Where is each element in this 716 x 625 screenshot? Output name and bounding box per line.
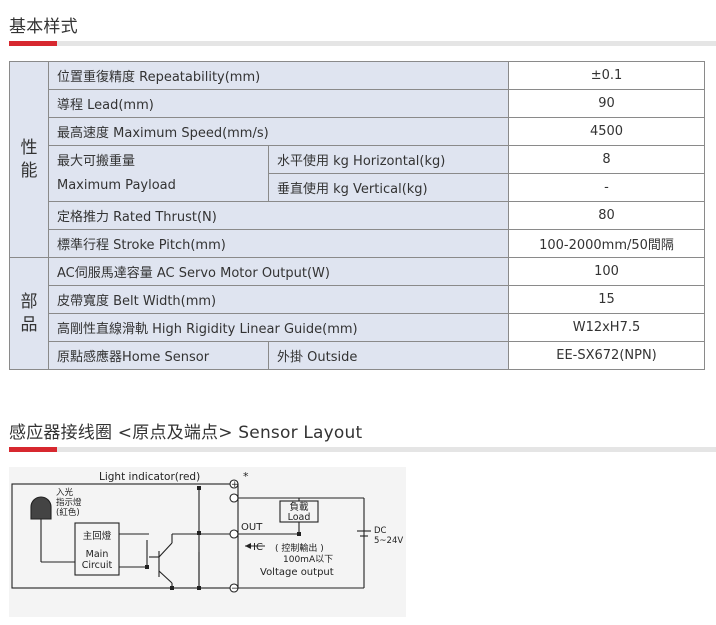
- row-sublabel: 垂直使用 kg Vertical(kg): [268, 173, 509, 202]
- row-label: AC伺服馬達容量 AC Servo Motor Output(W): [48, 257, 509, 286]
- row-label: 定格推力 Rated Thrust(N): [48, 201, 509, 230]
- svg-text:負載: 負載: [289, 501, 309, 513]
- svg-text:(紅色): (紅色): [56, 507, 80, 518]
- section-title-sensor-layout: 感应器接线圈 <原点及端点> Sensor Layout: [9, 423, 363, 443]
- row-value: W12xH7.5: [508, 313, 705, 342]
- section-divider: [9, 447, 716, 452]
- group-text: 部品: [20, 291, 38, 335]
- svg-text:100mA以下: 100mA以下: [283, 555, 333, 565]
- light-indicator-label: Light indicator(red): [99, 471, 200, 483]
- table-row: 導程 Lead(mm) 90: [10, 89, 705, 118]
- svg-text:DC: DC: [374, 526, 387, 536]
- section-divider: [9, 41, 716, 46]
- group-label-components: 部品: [9, 257, 49, 370]
- table-row: 皮帶寬度 Belt Width(mm) 15: [10, 285, 705, 314]
- svg-text:−: −: [231, 584, 239, 594]
- row-value: 100: [508, 257, 705, 286]
- main-circuit-box: [74, 522, 120, 576]
- row-value: 90: [508, 89, 705, 118]
- row-sublabel: 水平使用 kg Horizontal(kg): [268, 145, 509, 174]
- svg-text:Load: Load: [288, 512, 311, 523]
- wiring-svg: + − * Light indicator(red) 入光 指示燈 (紅色) 主…: [11, 470, 403, 594]
- row-value: 8: [508, 145, 705, 174]
- svg-text:主回燈: 主回燈: [83, 530, 112, 542]
- svg-text:OUT: OUT: [241, 522, 263, 533]
- svg-text:IC: IC: [253, 542, 263, 553]
- row-value: 15: [508, 285, 705, 314]
- row-value: 100-2000mm/50間隔: [508, 229, 705, 258]
- row-value: 4500: [508, 117, 705, 146]
- row-value: EE-SX672(NPN): [508, 341, 705, 370]
- svg-text:5~24V: 5~24V: [374, 536, 403, 546]
- load-box: [279, 500, 319, 523]
- row-label: 皮帶寬度 Belt Width(mm): [48, 285, 509, 314]
- table-row: 最高速度 Maximum Speed(mm/s) 4500: [10, 117, 705, 146]
- group-label-performance: 性能: [9, 61, 49, 258]
- table-row: 部品 AC伺服馬達容量 AC Servo Motor Output(W) 100: [9, 257, 705, 370]
- row-sublabel: 外掛 Outside: [268, 341, 509, 370]
- row-value: -: [508, 173, 705, 202]
- svg-text:入光: 入光: [56, 487, 74, 498]
- svg-text:Main: Main: [86, 549, 109, 560]
- svg-text:*: *: [243, 470, 249, 483]
- table-row: 標準行程 Stroke Pitch(mm) 100-2000mm/50間隔: [10, 229, 705, 258]
- svg-text:Circuit: Circuit: [82, 560, 113, 571]
- sensor-wiring-diagram: + − * Light indicator(red) 入光 指示燈 (紅色) 主…: [9, 467, 406, 617]
- table-row: 原點感應器Home Sensor 外掛 Outside EE-SX672(NPN…: [10, 341, 705, 370]
- row-label: 位置重復精度 Repeatability(mm): [48, 61, 509, 90]
- group-text: 性能: [20, 137, 38, 181]
- svg-text:指示燈: 指示燈: [56, 497, 82, 508]
- table-row: 性能 位置重復精度 Repeatability(mm) ±0.1: [9, 61, 705, 258]
- row-label: 最高速度 Maximum Speed(mm/s): [48, 117, 509, 146]
- svg-text:+: +: [231, 480, 239, 490]
- table-row: 垂直使用 kg Vertical(kg) -: [10, 173, 705, 202]
- svg-text:Voltage output: Voltage output: [260, 567, 334, 578]
- row-label: 高剛性直線滑軌 High Rigidity Linear Guide(mm): [48, 313, 509, 342]
- row-value: 80: [508, 201, 705, 230]
- row-value: ±0.1: [508, 61, 705, 90]
- row-label: 標準行程 Stroke Pitch(mm): [48, 229, 509, 258]
- table-row: 定格推力 Rated Thrust(N) 80: [10, 201, 705, 230]
- row-label: 導程 Lead(mm): [48, 89, 509, 118]
- spec-table: 性能 位置重復精度 Repeatability(mm) ±0.1 導程 Lead…: [9, 61, 705, 370]
- section-title-basic: 基本样式: [9, 17, 78, 37]
- table-row: 高剛性直線滑軌 High Rigidity Linear Guide(mm) W…: [10, 313, 705, 342]
- row-label: 原點感應器Home Sensor: [48, 341, 269, 370]
- svg-text:( 控制輸出 ): ( 控制輸出 ): [275, 542, 324, 554]
